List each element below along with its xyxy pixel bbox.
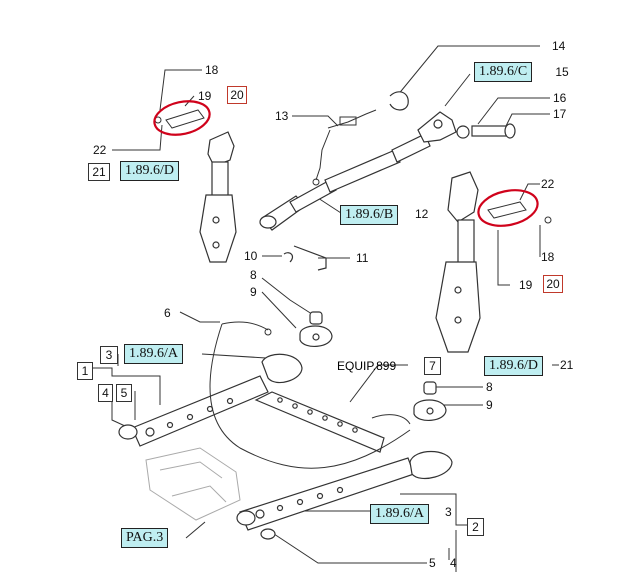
bracket-2 bbox=[400, 493, 470, 526]
ball-end-top bbox=[299, 311, 333, 347]
leader-5-bottom bbox=[267, 529, 427, 564]
leader-15 bbox=[444, 73, 471, 107]
part-4-bottom: 4 bbox=[450, 556, 457, 570]
part-9-bottom: 9 bbox=[486, 398, 493, 412]
part-22-left: 22 bbox=[93, 143, 107, 157]
part-18-left: 18 bbox=[205, 63, 219, 77]
part-22-right: 22 bbox=[541, 177, 555, 191]
part-16: 16 bbox=[553, 91, 567, 105]
leader-14 bbox=[396, 45, 540, 97]
part-5-top: 5 bbox=[116, 384, 132, 402]
bracket-1 bbox=[92, 367, 161, 405]
leader-16 bbox=[477, 97, 550, 125]
part-19-left: 19 bbox=[198, 89, 212, 103]
pin-16-17 bbox=[456, 123, 516, 139]
part-8-bottom: 8 bbox=[486, 380, 493, 394]
part-10: 10 bbox=[244, 249, 258, 263]
reference-1-89-6-a-bottom[interactable]: 1.89.6/A bbox=[370, 504, 429, 524]
part-18-right: 18 bbox=[541, 250, 555, 264]
lift-rod-left bbox=[199, 131, 237, 263]
chain-6 bbox=[209, 321, 411, 469]
chain-13 bbox=[312, 109, 377, 186]
top-link-assembly bbox=[259, 111, 457, 231]
part-21-left: 21 bbox=[88, 163, 110, 181]
reference-1-89-6-c[interactable]: 1.89.6/C bbox=[474, 62, 533, 82]
leader-22-left bbox=[112, 124, 163, 151]
part-3-top: 3 bbox=[100, 346, 118, 364]
pin-set-right bbox=[487, 201, 552, 224]
highlight-circle-right bbox=[477, 189, 539, 227]
pin-set-left bbox=[154, 109, 205, 129]
part-8-top: 8 bbox=[250, 268, 257, 282]
part-17: 17 bbox=[553, 107, 567, 121]
part-3-bottom: 3 bbox=[445, 505, 452, 519]
reference-pag-3[interactable]: PAG.3 bbox=[121, 528, 169, 548]
part-2: 2 bbox=[467, 518, 484, 536]
reference-1-89-6-a-top[interactable]: 1.89.6/A bbox=[124, 344, 183, 364]
leader-19-right bbox=[497, 230, 510, 286]
part-20-right: 20 bbox=[543, 275, 563, 293]
part-12: 12 bbox=[415, 207, 429, 221]
highlight-circle-left bbox=[153, 100, 211, 136]
leader-12 bbox=[317, 197, 342, 214]
part-19-right: 19 bbox=[519, 278, 533, 292]
part-4-top: 4 bbox=[98, 384, 113, 402]
part-21-right: 21 bbox=[560, 358, 574, 372]
part-11: 11 bbox=[356, 251, 369, 265]
part-6: 6 bbox=[164, 306, 171, 320]
ball-end-bottom bbox=[413, 381, 447, 421]
leader-17 bbox=[504, 113, 550, 129]
reference-1-89-6-d-left[interactable]: 1.89.6/D bbox=[120, 161, 179, 181]
stabilizer-bar bbox=[254, 391, 385, 453]
leader-18-left bbox=[159, 69, 202, 111]
pin-10-11 bbox=[283, 245, 327, 271]
reference-1-89-6-d-right[interactable]: 1.89.6/D bbox=[484, 356, 543, 376]
leader-ref-a-top bbox=[201, 353, 267, 359]
leader-22-right bbox=[519, 183, 540, 201]
hitch-frame bbox=[145, 447, 241, 521]
lower-link-right bbox=[236, 450, 453, 540]
part-20-left: 20 bbox=[227, 86, 247, 104]
clip-14 bbox=[389, 91, 409, 111]
equipment-code: EQUIP.899 bbox=[337, 359, 397, 373]
leader-8-top bbox=[261, 277, 316, 317]
leader-9-top bbox=[261, 291, 297, 329]
part-15: 15 bbox=[552, 64, 572, 80]
reference-1-89-6-b[interactable]: 1.89.6/B bbox=[340, 205, 399, 225]
part-1: 1 bbox=[77, 362, 93, 380]
part-7: 7 bbox=[424, 357, 441, 375]
part-9-top: 9 bbox=[250, 285, 257, 299]
part-13: 13 bbox=[275, 109, 289, 123]
leader-13 bbox=[292, 115, 339, 127]
leader-pag bbox=[185, 521, 206, 539]
lift-rod-right bbox=[435, 171, 481, 353]
lower-link-left bbox=[118, 353, 303, 447]
leader-7 bbox=[349, 364, 408, 403]
part-5-bottom: 5 bbox=[429, 556, 436, 570]
leader-6 bbox=[179, 311, 220, 323]
part-14: 14 bbox=[552, 39, 566, 53]
